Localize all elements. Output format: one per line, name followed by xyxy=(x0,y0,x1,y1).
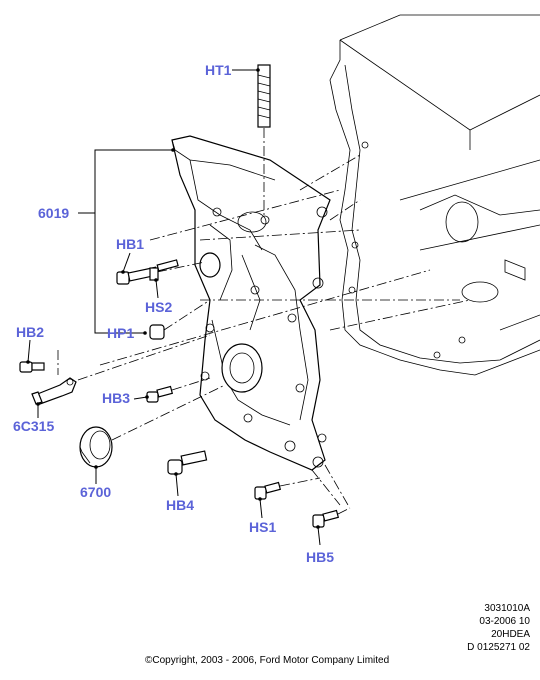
label-hb1[interactable]: HB1 xyxy=(116,236,144,252)
label-hb3[interactable]: HB3 xyxy=(102,390,130,406)
bolt-hb4[interactable] xyxy=(167,450,208,475)
label-hs2[interactable]: HS2 xyxy=(145,299,172,315)
leader-lines xyxy=(26,68,321,546)
timing-chain-cover[interactable] xyxy=(171,135,331,471)
stud-ht1[interactable] xyxy=(257,64,271,215)
label-hp1[interactable]: HP1 xyxy=(107,325,134,341)
label-hb2[interactable]: HB2 xyxy=(16,324,44,340)
stud-hs2[interactable] xyxy=(149,259,179,281)
label-6c315[interactable]: 6C315 xyxy=(13,418,54,434)
bolt-hb2[interactable] xyxy=(19,361,45,373)
label-6700[interactable]: 6700 xyxy=(80,484,111,500)
label-hs1[interactable]: HS1 xyxy=(249,519,276,535)
label-hb5[interactable]: HB5 xyxy=(306,549,334,565)
guide-lines xyxy=(99,154,471,506)
label-ht1[interactable]: HT1 xyxy=(205,62,232,78)
reference-doc-number: D 0125271 02 xyxy=(467,642,530,653)
label-hb4[interactable]: HB4 xyxy=(166,497,194,513)
engine-block xyxy=(329,14,540,376)
label-6019[interactable]: 6019 xyxy=(38,205,69,221)
plug-hp1[interactable] xyxy=(149,299,211,340)
sensor-6c315[interactable] xyxy=(31,334,211,405)
callout-labels: HT1 6019 HB1 HS2 HB2 HP1 HB3 6C315 6700 … xyxy=(13,62,334,565)
seal-6700[interactable] xyxy=(79,384,226,468)
reference-code: 3031010A xyxy=(484,603,530,614)
stud-hs1[interactable] xyxy=(254,477,321,500)
reference-date: 03-2006 10 xyxy=(479,616,530,627)
reference-block: 3031010A 03-2006 10 20HDEA D 0125271 02 xyxy=(467,602,530,654)
reference-engine: 20HDEA xyxy=(491,629,530,640)
bolt-hb3[interactable] xyxy=(146,377,211,403)
copyright-notice: ©Copyright, 2003 - 2006, Ford Motor Comp… xyxy=(145,655,390,666)
bolt-hb5[interactable] xyxy=(312,507,351,528)
